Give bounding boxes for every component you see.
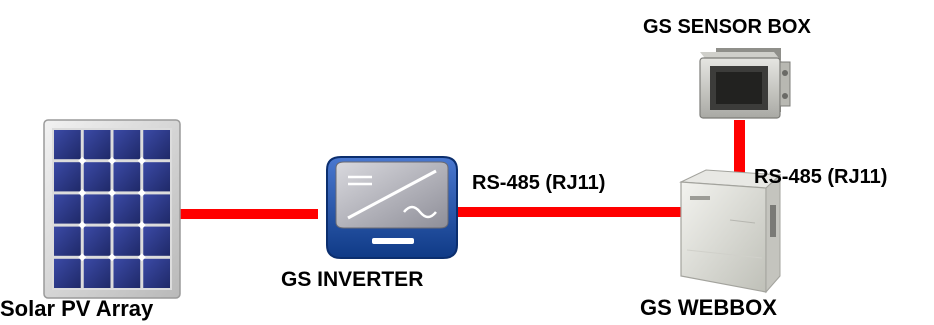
inverter-label: GS INVERTER	[281, 268, 424, 291]
pv-cell	[113, 226, 141, 256]
pv-cell-junction	[78, 253, 87, 262]
pv-cell-junction	[78, 221, 87, 230]
pv-cell	[54, 162, 81, 192]
pv-cell-junction	[108, 253, 116, 262]
pv-cell	[143, 226, 170, 256]
inverter-link-label: RS-485 (RJ11)	[472, 172, 606, 194]
connection-sensor-webbox	[734, 120, 745, 178]
sensor-box-label: GS SENSOR BOX	[643, 16, 811, 38]
pv-cell	[143, 258, 170, 288]
pv-cell-junction	[137, 221, 146, 230]
pv-cell	[143, 130, 170, 160]
pv-cell	[83, 258, 111, 288]
pv-cell	[83, 226, 111, 256]
pv-cell	[143, 162, 170, 192]
pv-cell-junction	[108, 221, 116, 230]
pv-cell	[143, 194, 170, 224]
webbox-icon	[679, 169, 782, 294]
solar-panel-icon	[43, 119, 181, 299]
pv-cell	[54, 226, 81, 256]
pv-cell	[54, 130, 81, 160]
sensor-box-icon	[699, 48, 791, 119]
webbox-label: GS WEBBOX	[640, 295, 777, 320]
connection-pv-inverter	[178, 209, 318, 219]
pv-cell	[113, 162, 141, 192]
pv-cell	[83, 194, 111, 224]
pv-cell-junction	[137, 156, 146, 165]
pv-cell-junction	[108, 156, 116, 165]
pv-cell-junction	[78, 188, 87, 197]
pv-cell	[83, 162, 111, 192]
pv-cell-junction	[137, 253, 146, 262]
pv-cell	[83, 130, 111, 160]
pv-cell	[113, 194, 141, 224]
pv-cell	[54, 194, 81, 224]
pv-cell	[113, 258, 141, 288]
pv-cell-junction	[137, 188, 146, 197]
pv-array-label: Solar PV Array	[0, 296, 154, 321]
sensor-link-label: RS-485 (RJ11)	[754, 166, 888, 188]
pv-cell-junction	[78, 156, 87, 165]
pv-cell-junction	[108, 188, 116, 197]
connection-inverter-webbox	[455, 207, 685, 217]
inverter-icon	[326, 156, 458, 259]
pv-cell	[54, 258, 81, 288]
pv-cell	[113, 130, 141, 160]
